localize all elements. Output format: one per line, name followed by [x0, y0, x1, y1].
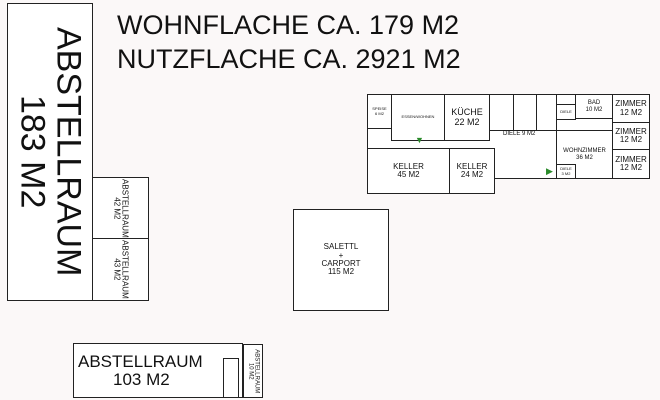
room-name: SALETTL — [323, 242, 359, 252]
room-saletti-carport: SALETTL + CARPORT 115 M2 — [293, 209, 389, 311]
room-area: 6 M2 — [375, 110, 384, 116]
room-area: 42 M2 — [112, 196, 122, 220]
room-essen: ESSEN/WOHNEN — [391, 94, 445, 141]
room-abstellraum-small — [223, 358, 239, 398]
header-line-1: WOHNFLACHE CA. 179 M2 — [117, 10, 460, 40]
room-name: BAD — [587, 100, 601, 107]
room-name: KÜCHE — [451, 107, 483, 118]
room-area: 103 M2 — [113, 369, 170, 389]
room-name: DIELE — [560, 108, 572, 114]
room-area: 3 M2 — [561, 170, 571, 176]
room-name: ZIMMER — [615, 154, 647, 164]
room-small-3 — [536, 94, 557, 131]
room-name-2: CARPORT — [321, 259, 361, 268]
room-name: ABSTELLRAUM — [49, 27, 88, 277]
room-area: 36 M2 — [576, 154, 593, 161]
room-name: ABSTELLRAUM — [120, 240, 130, 299]
room-area: 183 M2 — [14, 95, 52, 209]
room-abstellraum-103: ABSTELLRAUM 103 M2 — [73, 343, 243, 398]
room-area: 115 M2 — [327, 267, 355, 277]
room-name: ZIMMER — [615, 126, 647, 136]
room-name: KELLER — [456, 161, 488, 171]
room-area: 43 M2 — [112, 258, 122, 281]
room-area: 12 M2 — [619, 135, 643, 144]
room-plus: + — [338, 250, 344, 260]
room-name: ABSTELLRAUM — [120, 178, 130, 238]
room-small-1 — [489, 94, 514, 131]
room-area: 22 M2 — [454, 116, 480, 127]
room-name: ESSEN/WOHNEN — [401, 114, 435, 120]
room-name: KELLER — [393, 161, 424, 171]
room-area: 45 M2 — [397, 170, 420, 179]
room-name: ABSTELLRAUM — [253, 348, 260, 394]
header-line-2: NUTZFLACHE CA. 2921 M2 — [117, 44, 461, 74]
room-area: 10 M2 — [247, 362, 254, 380]
room-area: 10 M2 — [585, 106, 603, 113]
room-name: DIELE — [560, 166, 572, 172]
room-area: 12 M2 — [619, 163, 643, 172]
room-name: ZIMMER — [615, 99, 647, 109]
room-area: 12 M2 — [619, 107, 643, 117]
room-name: ABSTELLRAUM — [78, 351, 203, 371]
entrance-arrow-icon: ▼ — [415, 135, 424, 145]
room-diele-9: DIELE 9 M2 — [503, 131, 536, 137]
room-name: SPEISE — [372, 106, 387, 112]
entrance-arrow-icon: ▶ — [546, 166, 553, 176]
room-area: 24 M2 — [460, 170, 484, 179]
room-abstellraum-183: ABSTELLRAUM 183 M2 — [7, 3, 93, 301]
room-diele-small: DIELE — [556, 104, 576, 120]
room-small-2 — [513, 94, 537, 131]
room-name: WOHNZIMMER — [563, 148, 606, 155]
